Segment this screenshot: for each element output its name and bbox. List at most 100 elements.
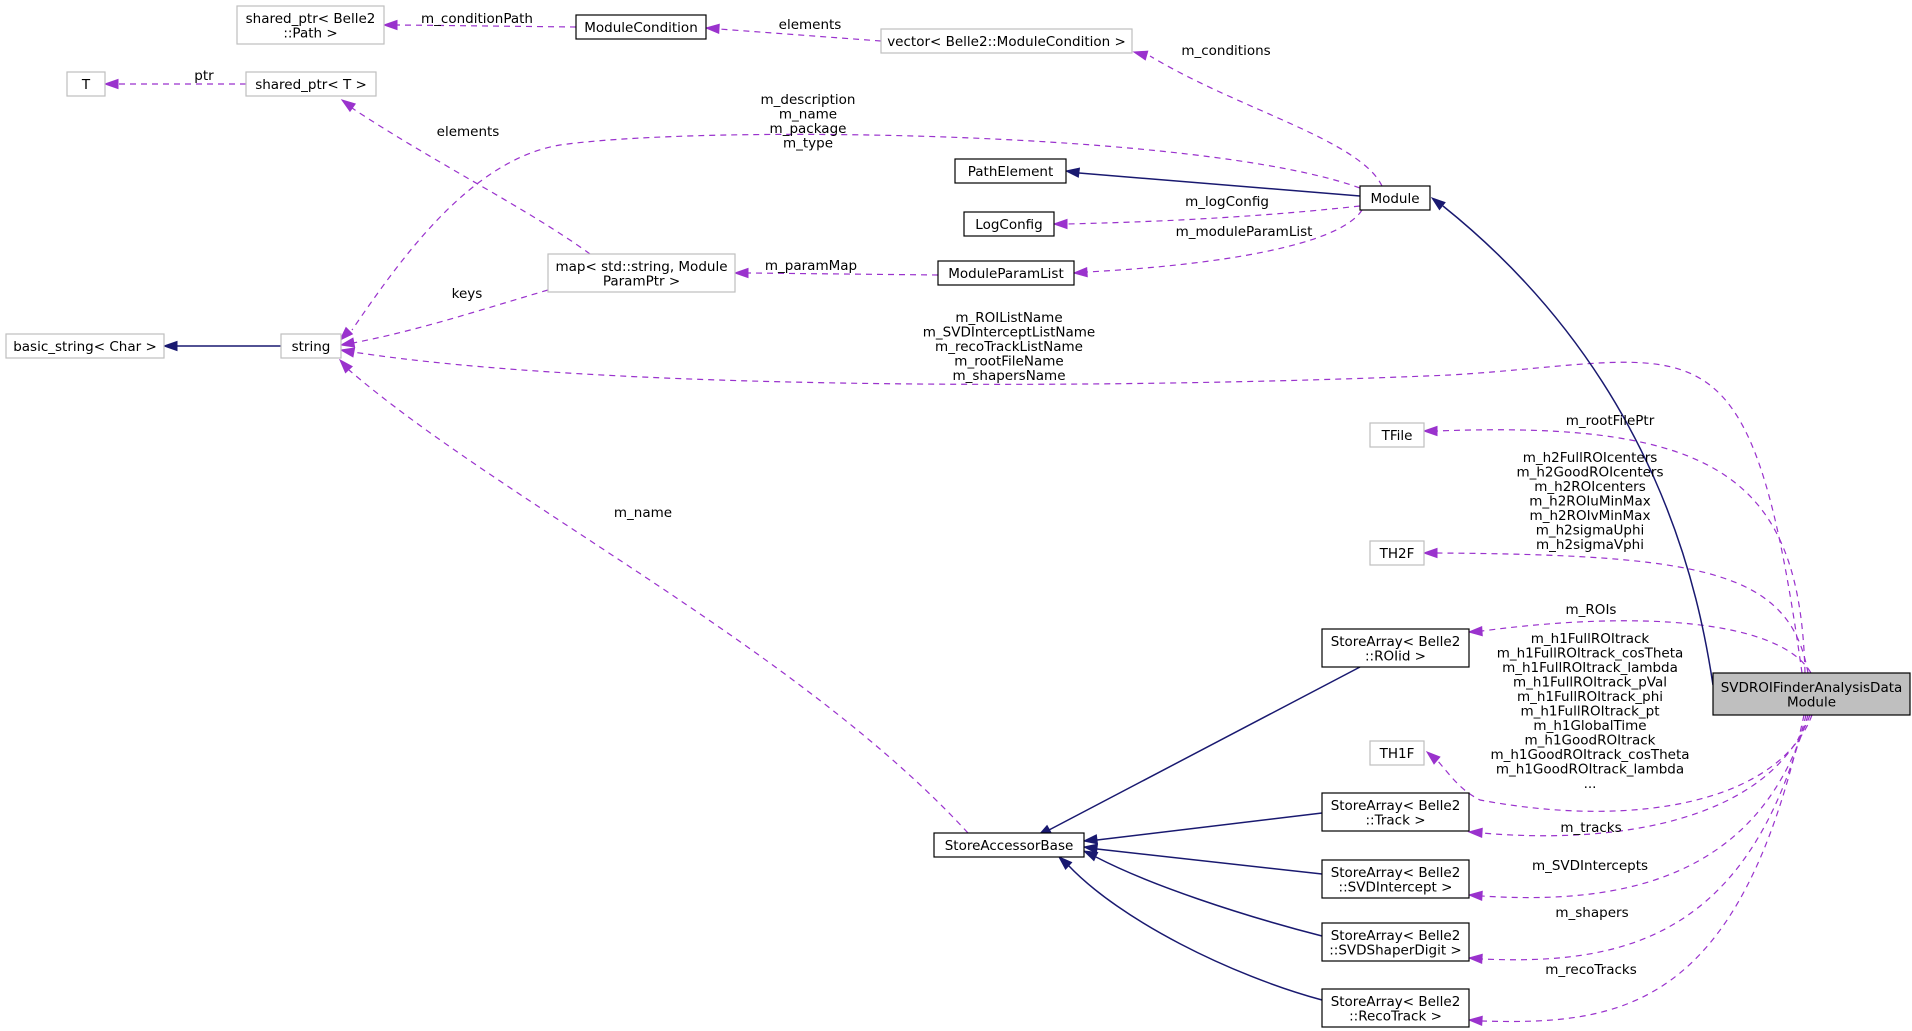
class-node-basic-string[interactable]: basic_string< Char > xyxy=(5,333,165,359)
class-node-label: ::RecoTrack > xyxy=(1349,1008,1442,1024)
edge-label-text: m_shapersName xyxy=(952,368,1065,384)
class-node-label: TFile xyxy=(1381,428,1413,444)
edge-label-elements-vec: elements xyxy=(779,17,842,33)
inheritance-edge xyxy=(1082,850,1323,937)
edge-label-text: m_h1FullROItrack xyxy=(1531,631,1650,647)
edge-label-text: m_type xyxy=(783,136,833,152)
inheritance-edge xyxy=(1064,167,1361,197)
member-edge xyxy=(1072,209,1363,278)
member-edge xyxy=(1422,425,1806,674)
edge-label-text: m_name xyxy=(614,505,672,521)
edge-label-m-ROIs: m_ROIs xyxy=(1566,602,1617,618)
inheritance-edge xyxy=(162,340,281,352)
member-edge xyxy=(1052,205,1361,230)
member-edge xyxy=(1467,714,1807,965)
edge-label-ptr: ptr xyxy=(194,68,214,84)
class-node-store-svdshaper[interactable]: StoreArray< Belle2::SVDShaperDigit > xyxy=(1321,922,1470,962)
class-node-label: StoreArray< Belle2 xyxy=(1331,994,1461,1010)
class-node-store-recotrack[interactable]: StoreArray< Belle2::RecoTrack > xyxy=(1321,988,1470,1028)
member-edge xyxy=(103,78,246,90)
edge-label-m-moduleParamList: m_moduleParamList xyxy=(1176,224,1313,240)
edge-label-text: m_h1GoodROItrack xyxy=(1525,733,1656,749)
member-edge xyxy=(1467,714,1805,1027)
class-node-label: PathElement xyxy=(968,164,1054,180)
edge-label-m-logConfig: m_logConfig xyxy=(1185,194,1269,210)
member-edge xyxy=(382,19,577,31)
class-node-label: shared_ptr< T > xyxy=(255,77,367,93)
class-node-module[interactable]: Module xyxy=(1359,185,1431,211)
class-node-store-accessor-base[interactable]: StoreAccessorBase xyxy=(933,832,1085,858)
edge-label-text: m_tracks xyxy=(1560,820,1621,836)
class-node-shared-ptr-path[interactable]: shared_ptr< Belle2::Path > xyxy=(236,5,385,45)
class-node-label: ::SVDShaperDigit > xyxy=(1329,942,1461,958)
class-node-string[interactable]: string xyxy=(280,333,342,359)
class-node-store-track[interactable]: StoreArray< Belle2::Track > xyxy=(1321,792,1470,832)
edge-label-th2f-members: m_h2FullROIcentersm_h2GoodROIcentersm_h2… xyxy=(1516,450,1663,553)
class-node-th2f[interactable]: TH2F xyxy=(1369,540,1425,566)
edge-label-text: m_moduleParamList xyxy=(1176,224,1313,240)
class-node-label: basic_string< Char > xyxy=(13,339,157,355)
edge-label-elements-map: elements xyxy=(437,124,500,140)
edge-label-text: m_h1GoodROItrack_cosTheta xyxy=(1490,747,1689,763)
edge-label-m-tracks: m_tracks xyxy=(1560,820,1621,836)
class-node-label: ModuleCondition xyxy=(584,20,698,36)
edge-label-text: m_rootFileName xyxy=(954,354,1063,370)
class-node-label: ::SVDIntercept > xyxy=(1339,879,1453,895)
class-node-label: ::Track > xyxy=(1365,812,1425,828)
edge-label-m-SVDIntercepts: m_SVDIntercepts xyxy=(1532,858,1648,874)
edge-label-text: ... xyxy=(1584,776,1597,792)
class-node-module-param-list[interactable]: ModuleParamList xyxy=(937,260,1075,286)
class-node-path-element[interactable]: PathElement xyxy=(954,158,1067,184)
class-node-store-roiid[interactable]: StoreArray< Belle2::ROIid > xyxy=(1321,628,1470,668)
edge-label-text: m_h1FullROItrack_cosTheta xyxy=(1497,646,1684,662)
class-node-label: StoreArray< Belle2 xyxy=(1331,634,1461,650)
class-node-label: TH2F xyxy=(1379,546,1415,562)
member-edge xyxy=(733,267,939,279)
member-edge xyxy=(338,358,969,834)
inheritance-edge xyxy=(1036,666,1361,837)
class-node-label: StoreArray< Belle2 xyxy=(1331,865,1461,881)
class-node-label: SVDROIFinderAnalysisData xyxy=(1721,680,1903,696)
class-node-vector-module-condition[interactable]: vector< Belle2::ModuleCondition > xyxy=(880,28,1133,54)
class-node-label: ParamPtr > xyxy=(603,273,680,289)
edge-label-text: m_h2sigmaVphi xyxy=(1536,537,1644,553)
edge-label-text: m_conditionPath xyxy=(421,11,533,27)
member-edge xyxy=(1467,714,1811,839)
class-node-label: StoreArray< Belle2 xyxy=(1331,798,1461,814)
edge-label-text: m_conditions xyxy=(1181,43,1270,59)
class-node-label: ::Path > xyxy=(283,25,337,41)
class-node-label: vector< Belle2::ModuleCondition > xyxy=(887,34,1126,50)
edge-label-text: m_h2FullROIcenters xyxy=(1523,450,1658,466)
edge-label-text: ptr xyxy=(194,68,214,84)
edge-label-text: m_logConfig xyxy=(1185,194,1269,210)
class-node-label: ModuleParamList xyxy=(948,266,1063,282)
class-node-label: TH1F xyxy=(1379,746,1415,762)
edge-label-text: m_h1FullROItrack_phi xyxy=(1517,689,1663,705)
class-node-log-config[interactable]: LogConfig xyxy=(963,211,1055,237)
class-node-label: ::ROIid > xyxy=(1365,648,1426,664)
edge-label-text: m_SVDInterceptListName xyxy=(923,325,1096,341)
edge-label-text: m_h2ROIuMinMax xyxy=(1529,494,1650,510)
edge-label-text: m_h1FullROItrack_pVal xyxy=(1513,675,1667,691)
class-node-module-condition[interactable]: ModuleCondition xyxy=(575,14,707,40)
class-node-t[interactable]: T xyxy=(66,71,106,97)
class-node-tfile[interactable]: TFile xyxy=(1369,422,1425,448)
edge-label-text: m_name xyxy=(779,107,837,123)
edge-label-text: elements xyxy=(779,17,842,33)
class-node-label: LogConfig xyxy=(975,217,1042,233)
class-node-shared-ptr-t[interactable]: shared_ptr< T > xyxy=(245,71,377,97)
edge-label-text: elements xyxy=(437,124,500,140)
edge-label-text: m_h2sigmaUphi xyxy=(1536,523,1645,539)
inheritance-edge xyxy=(1430,197,1714,686)
class-node-th1f[interactable]: TH1F xyxy=(1369,740,1425,766)
class-node-label: map< std::string, Module xyxy=(555,259,727,275)
class-node-label: shared_ptr< Belle2 xyxy=(246,11,376,27)
edge-label-text: m_h2ROIvMinMax xyxy=(1530,508,1651,524)
class-node-store-svdintercept[interactable]: StoreArray< Belle2::SVDIntercept > xyxy=(1321,859,1470,899)
class-node-label: StoreArray< Belle2 xyxy=(1331,928,1461,944)
class-node-label: Module xyxy=(1370,191,1419,207)
member-edge xyxy=(338,133,1361,342)
edge-label-text: keys xyxy=(452,286,483,302)
